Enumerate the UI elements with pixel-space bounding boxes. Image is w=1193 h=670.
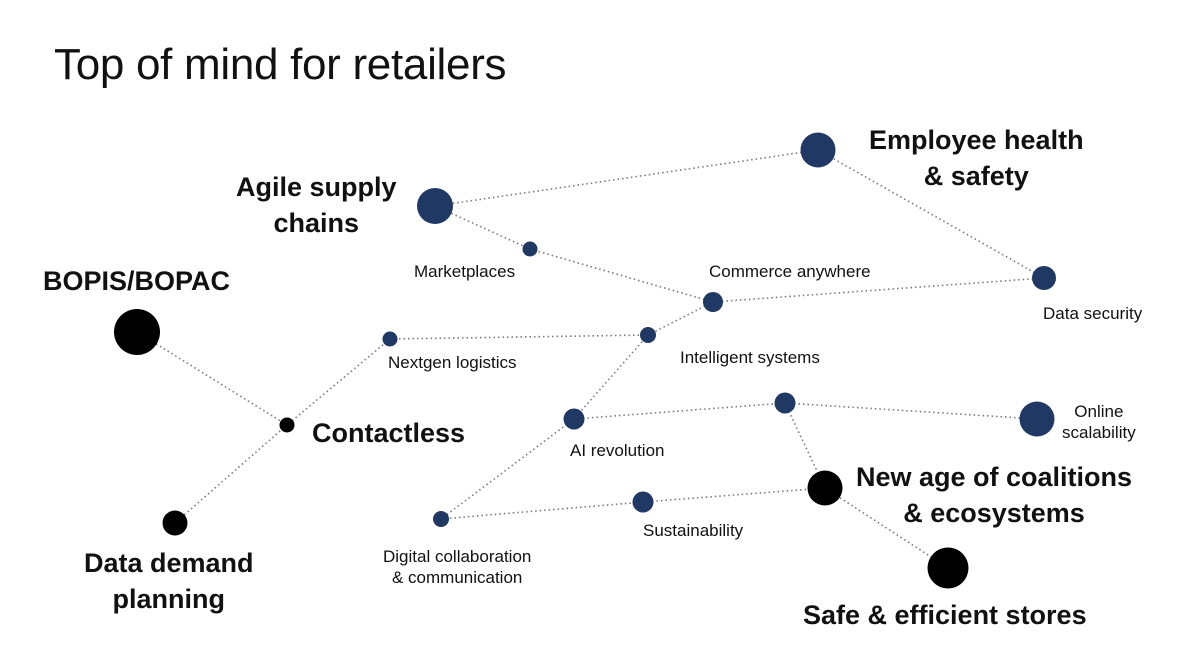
label-digital-collaboration: Digital collaboration & communication: [383, 546, 531, 588]
label-data-demand-planning: Data demand planning: [84, 545, 254, 617]
label-new-age-coalitions: New age of coalitions & ecosystems: [856, 459, 1132, 531]
label-nextgen-logistics: Nextgen logistics: [388, 353, 517, 372]
label-data-security: Data security: [1043, 304, 1143, 323]
node-data-demand-planning: [162, 510, 188, 536]
node-intelligent-systems: [640, 327, 656, 343]
nodes: [114, 132, 1056, 589]
label-line: & communication: [391, 568, 523, 587]
edges: [136, 149, 1045, 569]
label-line: Employee health: [869, 125, 1084, 155]
label-agile-supply-chains: Agile supply chains: [236, 169, 397, 241]
edge-nextgen-contactless: [286, 338, 391, 426]
edge-agile-marketplaces: [434, 205, 531, 250]
label-sustainability: Sustainability: [643, 521, 744, 540]
label-commerce-anywhere: Commerce anywhere: [709, 262, 871, 281]
node-digital-collaboration: [433, 511, 449, 527]
node-nextgen-logistics: [382, 331, 398, 347]
edge-employee-datasecurity: [817, 149, 1045, 279]
label-line: planning: [112, 584, 226, 614]
label-bopis-bopac: BOPIS/BOPAC: [43, 266, 231, 296]
node-ai-revolution: [563, 408, 585, 430]
label-contactless: Contactless: [312, 418, 466, 448]
edge-marketplaces-commerce: [529, 248, 714, 303]
label-line: & ecosystems: [903, 498, 1085, 528]
node-contactless: [279, 417, 295, 433]
label-line: scalability: [1062, 423, 1136, 442]
node-hub: [774, 392, 796, 414]
label-safe-efficient-stores: Safe & efficient stores: [803, 600, 1087, 630]
node-sustainability: [632, 491, 654, 513]
label-employee-health-safety: Employee health & safety: [869, 122, 1084, 194]
label-online-scalability: Online scalability: [1062, 401, 1136, 443]
label-line: Data demand: [84, 548, 254, 578]
edge-nextgen-intelligent: [389, 334, 649, 340]
label-line: chains: [273, 208, 360, 238]
node-new-age-coalitions: [807, 470, 843, 506]
edge-digital-sustainability: [440, 501, 644, 520]
edge-hub-online: [784, 402, 1038, 420]
node-data-security: [1032, 266, 1056, 290]
page-title: Top of mind for retailers: [54, 40, 507, 89]
edge-ai-hub: [573, 402, 786, 420]
label-line: & safety: [923, 161, 1029, 191]
node-marketplaces: [522, 241, 538, 257]
label-line: Online: [1074, 402, 1124, 421]
edge-ai-digital: [440, 418, 575, 520]
edge-sustainability-coalitions: [642, 487, 826, 503]
node-safe-efficient-stores: [927, 547, 969, 589]
edge-agile-employee: [434, 149, 819, 207]
edge-coalitions-stores: [824, 487, 949, 569]
node-online-scalability: [1019, 401, 1055, 437]
label-line: Agile supply: [236, 172, 397, 202]
label-line: New age of coalitions: [856, 462, 1133, 492]
node-employee-health-safety: [800, 132, 836, 168]
edge-contactless-datademand: [174, 424, 288, 524]
node-bopis-bopac: [114, 309, 160, 355]
edge-commerce-intelligent: [647, 301, 714, 336]
node-agile-supply-chains: [417, 188, 453, 224]
label-ai-revolution: AI revolution: [570, 441, 665, 460]
label-line: Digital collaboration: [383, 547, 532, 566]
label-intelligent-systems: Intelligent systems: [680, 348, 820, 367]
label-marketplaces: Marketplaces: [414, 262, 516, 281]
node-commerce-anywhere: [703, 292, 723, 312]
edge-commerce-datasecurity: [712, 277, 1045, 303]
edge-bopis-contactless: [136, 331, 288, 426]
edge-intelligent-ai: [573, 334, 649, 420]
